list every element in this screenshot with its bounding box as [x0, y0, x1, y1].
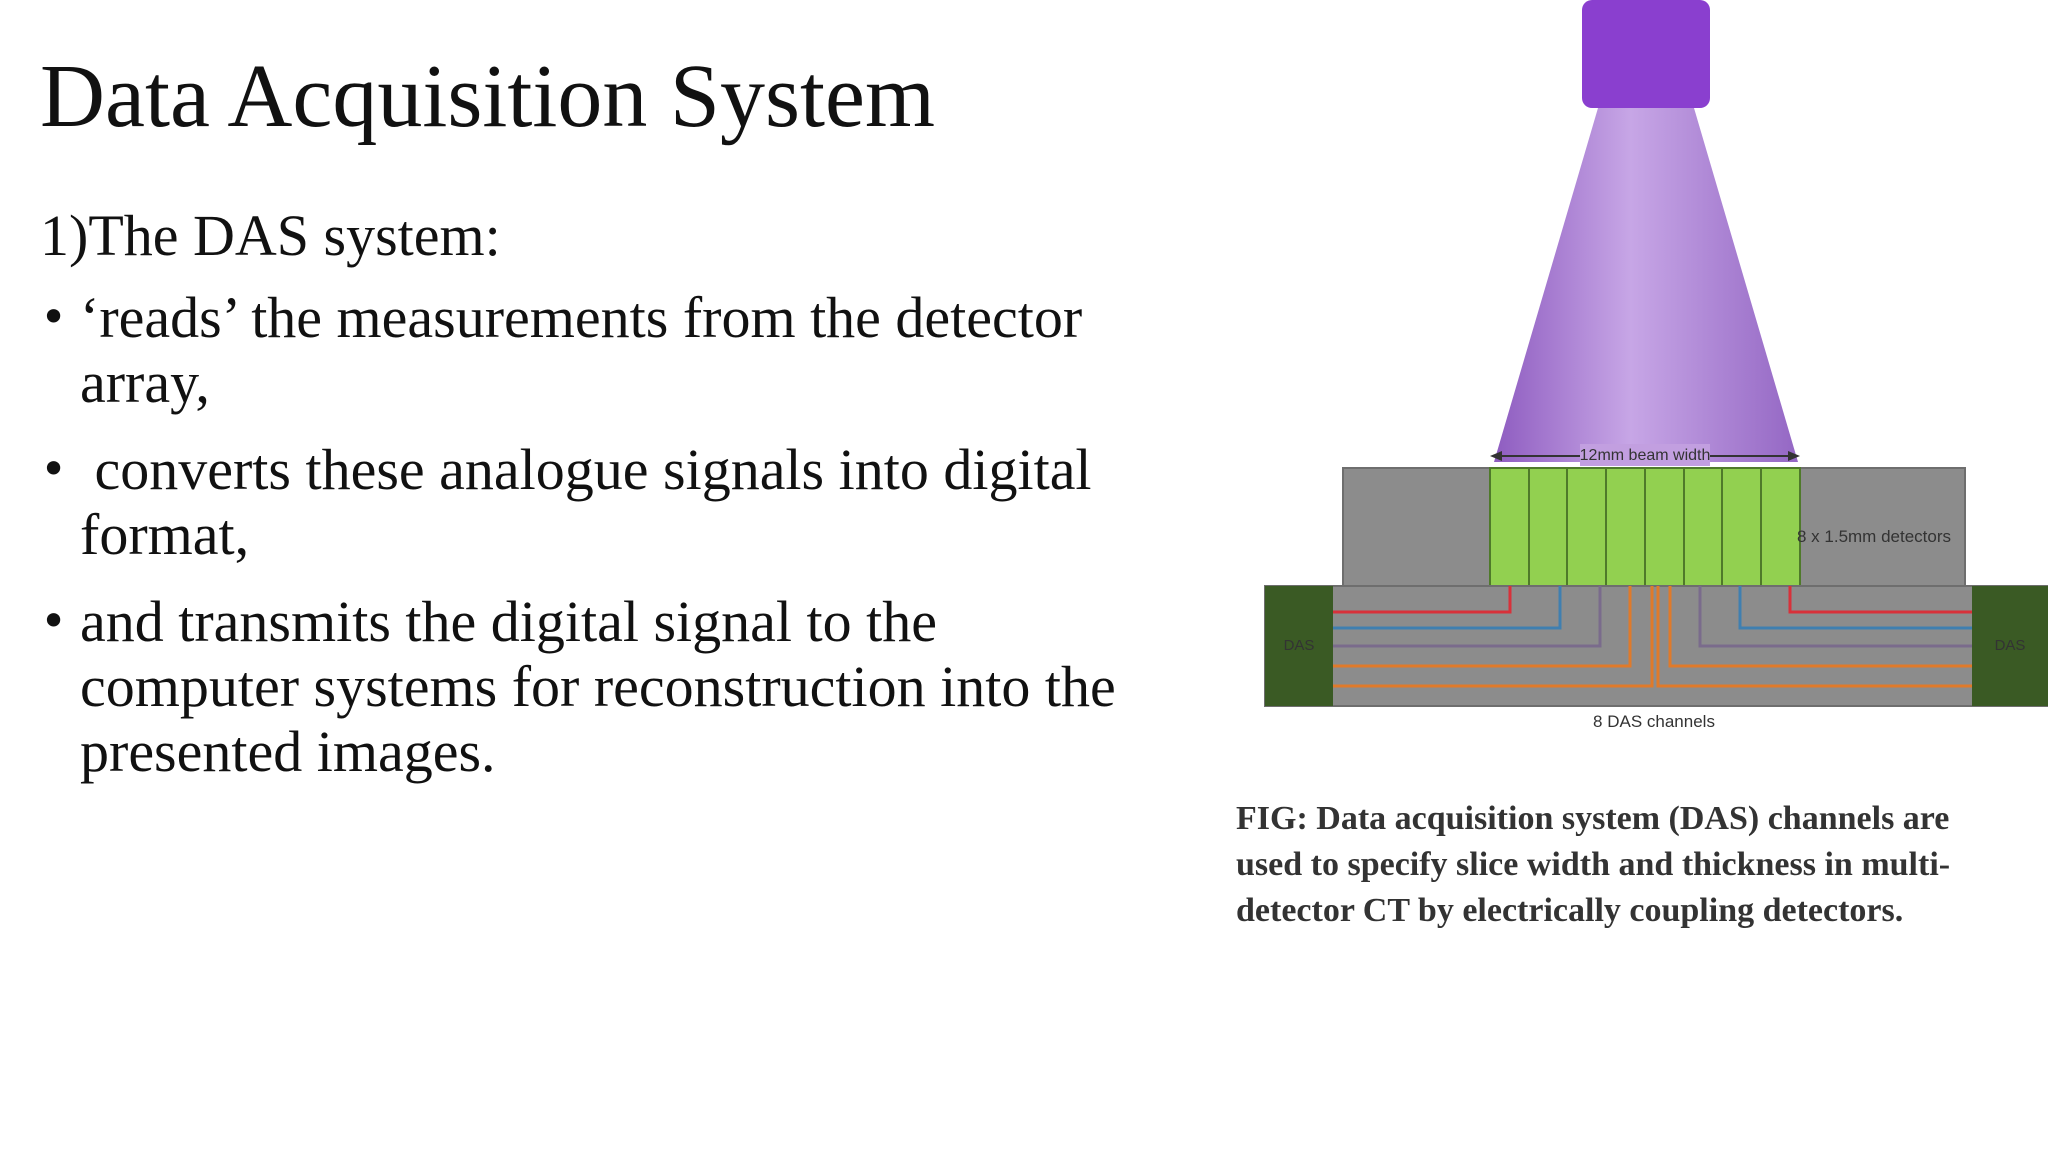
- bullet-text: converts these analogue signals into dig…: [80, 437, 1107, 567]
- das-diagram-svg: 12mm beam width 8 x 1.5mm detectors DAS …: [1264, 0, 2048, 731]
- das-box-left: [1265, 586, 1333, 706]
- xray-source: [1582, 0, 1710, 108]
- das-right-label: DAS: [1995, 637, 2026, 654]
- figure-caption: FIG: Data acquisition system (DAS) chann…: [1236, 796, 2048, 934]
- detector-array: [1489, 467, 1801, 587]
- das-channels-label: 8 DAS channels: [1593, 712, 1715, 731]
- das-left-label: DAS: [1284, 637, 1315, 654]
- bullet-list: • ‘reads’ the measurements from the dete…: [40, 285, 1170, 806]
- bullet-dot-icon: •: [40, 442, 68, 496]
- bullet-text: ‘reads’ the measurements from the detect…: [80, 285, 1097, 415]
- das-diagram: 12mm beam width 8 x 1.5mm detectors DAS …: [1260, 0, 2048, 760]
- bullet-item: • ‘reads’ the measurements from the dete…: [40, 285, 1170, 415]
- beam-width-label: 12mm beam width: [1580, 447, 1711, 464]
- das-box-right: [1972, 586, 2048, 706]
- xray-beam: [1494, 108, 1798, 462]
- caption-line: detector CT by electrically coupling det…: [1236, 892, 1904, 929]
- slide-title: Data Acquisition System: [40, 47, 935, 146]
- bullet-dot-icon: •: [40, 594, 68, 648]
- subheading: 1)The DAS system:: [40, 203, 501, 268]
- detectors-label: 8 x 1.5mm detectors: [1797, 527, 1951, 546]
- das-channel-wires: [1333, 586, 1972, 688]
- caption-line: FIG: Data acquisition system (DAS) chann…: [1236, 800, 1950, 837]
- bullet-text: and transmits the digital signal to the …: [80, 589, 1131, 784]
- bullet-item: • and transmits the digital signal to th…: [40, 589, 1170, 784]
- bullet-dot-icon: •: [40, 290, 68, 344]
- caption-line: used to specify slice width and thicknes…: [1236, 846, 1951, 883]
- bullet-item: • converts these analogue signals into d…: [40, 437, 1170, 567]
